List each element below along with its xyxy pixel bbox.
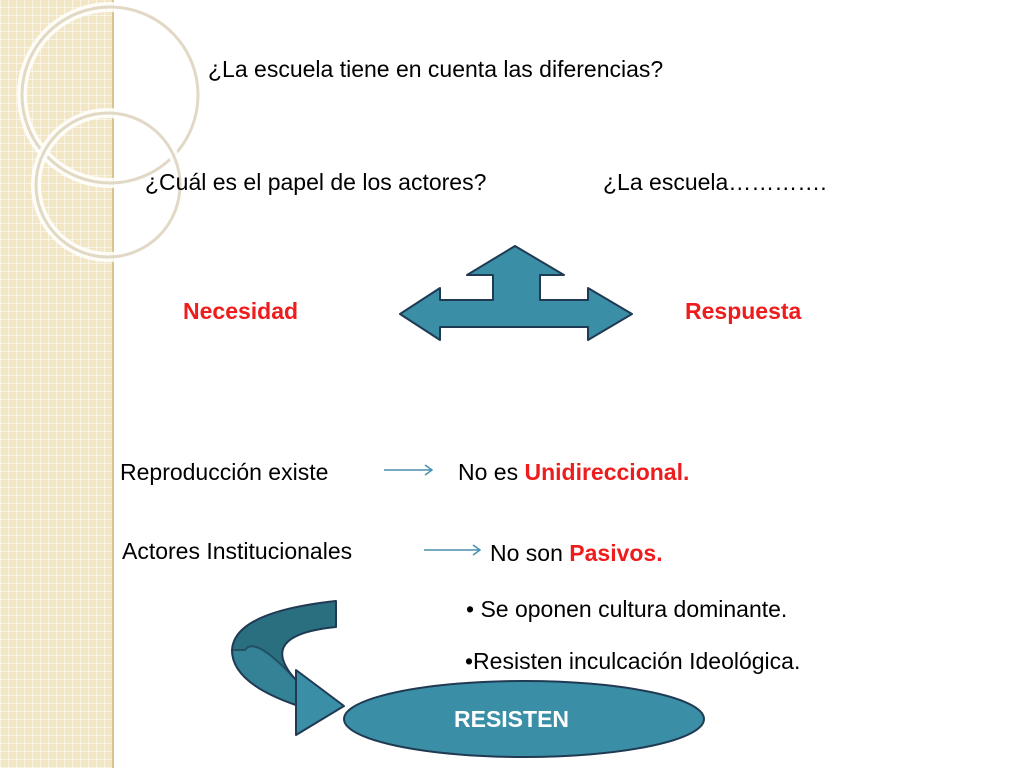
text-unidireccional: Unidireccional. — [524, 459, 690, 485]
connector-arrow-row1 — [384, 464, 434, 476]
text-no-es-unidireccional: No es Unidireccional. — [458, 459, 690, 485]
text-actores-institucionales: Actores Institucionales — [122, 538, 353, 564]
label-necesidad: Necesidad — [183, 298, 299, 324]
resisten-ellipse — [343, 680, 705, 758]
text-no-son: No son — [490, 540, 570, 566]
question-actors-role: ¿Cuál es el papel de los actores? — [145, 169, 487, 195]
ellipse-label-resisten: RESISTEN — [454, 706, 570, 732]
text-no-es: No es — [458, 459, 525, 485]
text-pasivos: Pasivos. — [569, 540, 663, 566]
question-school-ellipsis: ¿La escuela…………. — [603, 169, 827, 195]
connector-arrow-row2 — [424, 544, 482, 556]
question-school-differences: ¿La escuela tiene en cuenta las diferenc… — [208, 56, 664, 82]
text-reproduccion-existe: Reproducción existe — [120, 459, 329, 485]
three-way-arrow — [399, 245, 633, 341]
curved-arrow — [231, 600, 345, 736]
bullet-se-oponen: • Se oponen cultura dominante. — [466, 596, 788, 622]
text-no-son-pasivos: No son Pasivos. — [490, 540, 663, 566]
decorative-ring-bottom-outline — [34, 111, 182, 259]
label-respuesta: Respuesta — [685, 298, 802, 324]
sidebar-edge-line — [112, 0, 114, 768]
bullet-resisten-inculcacion: •Resisten inculcación Ideológica. — [465, 648, 801, 674]
decorative-ring-top-outline — [20, 5, 200, 185]
